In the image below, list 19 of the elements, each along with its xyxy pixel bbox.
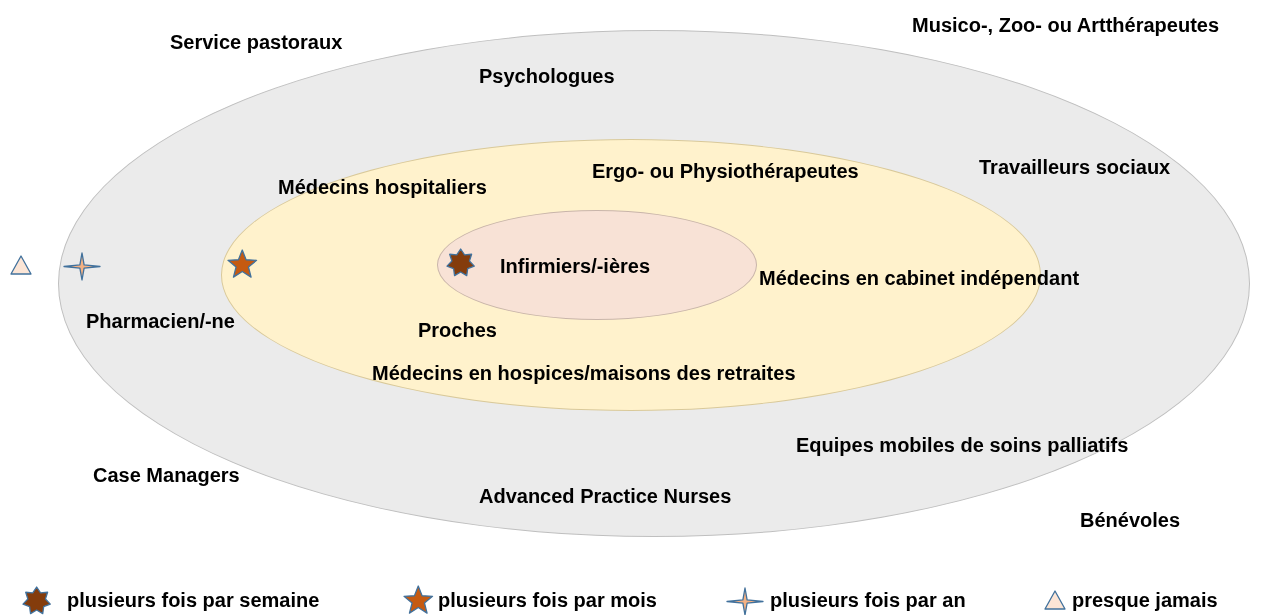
role-label: Médecins en hospices/maisons des retraites [372,361,796,385]
role-label: Musico-, Zoo- ou Artthérapeutes [912,13,1220,37]
role-label: Médecins en cabinet indépendant [759,266,1080,290]
legend-label: presque jamais [1072,588,1218,612]
role-label: Proches [418,318,497,342]
legend-label: plusieurs fois par an [770,588,966,612]
role-label: Médecins hospitaliers [278,175,487,199]
legend-label: plusieurs fois par semaine [67,588,320,612]
role-label: Case Managers [93,463,240,487]
role-label: Pharmacien/-ne [86,309,235,333]
role-label: Bénévoles [1080,508,1181,532]
role-label: Equipes mobiles de soins palliatifs [796,433,1129,457]
role-label: Ergo- ou Physiothérapeutes [592,159,859,183]
legend-label: plusieurs fois par mois [438,588,657,612]
role-label: Infirmiers/-ières [500,254,651,278]
role-label: Service pastoraux [170,30,343,54]
role-label: Advanced Practice Nurses [479,484,732,508]
role-label: Psychologues [479,64,615,88]
role-label: Travailleurs sociaux [979,155,1171,179]
